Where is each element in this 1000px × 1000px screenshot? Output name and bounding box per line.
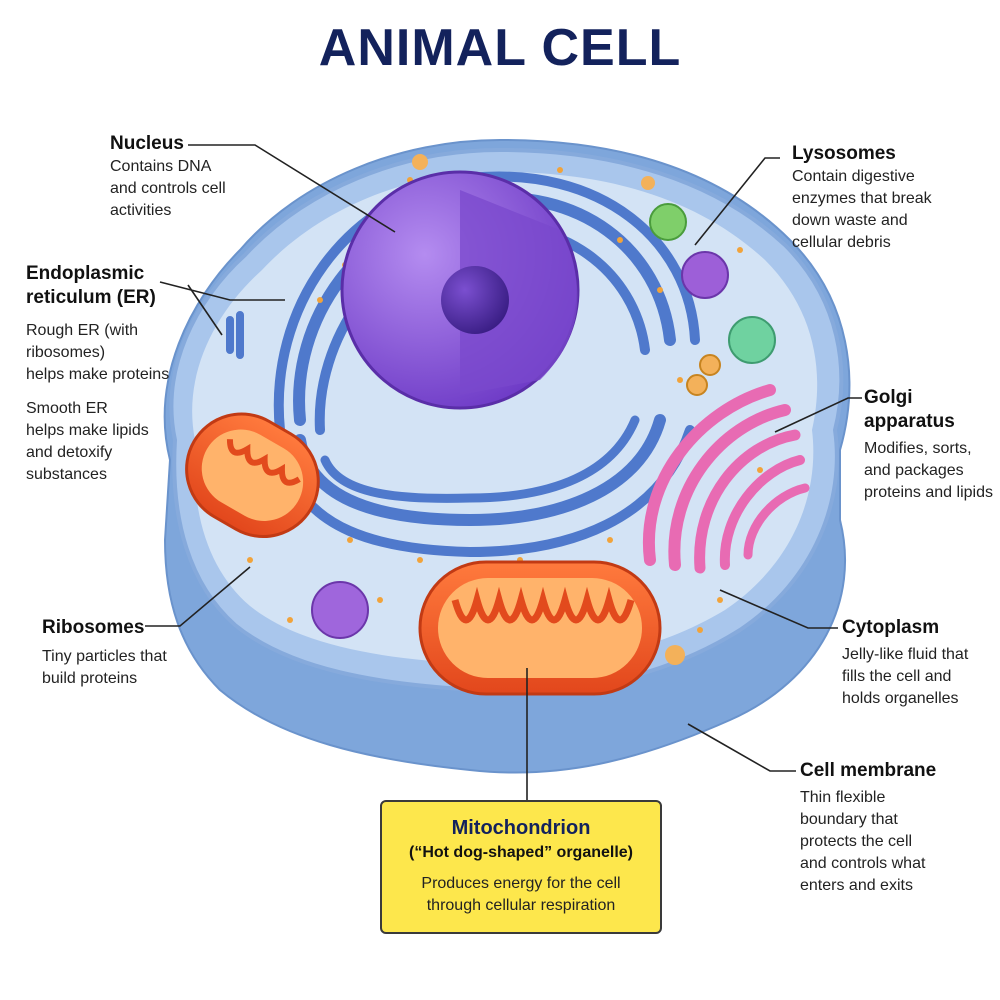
- mitochondrion-callout: Mitochondrion (“Hot dog-shaped” organell…: [380, 800, 662, 934]
- mitochondrion-callout-desc-1: Produces energy for the cell: [421, 875, 621, 892]
- mitochondrion-callout-head: Mitochondrion: [451, 817, 591, 839]
- label-golgi: Golgi apparatus Modifies, sorts, and pac…: [864, 386, 998, 504]
- label-ribosomes: Ribosomes Tiny particles that build prot…: [42, 616, 222, 690]
- label-golgi-desc-1: Modifies, sorts,: [864, 440, 972, 457]
- label-ribosomes-desc-1: Tiny particles that: [42, 648, 167, 665]
- label-cell-membrane-desc-3: protects the cell: [800, 833, 913, 850]
- label-lysosomes-head: Lysosomes: [792, 143, 896, 164]
- label-er-rough-2: ribosomes): [26, 344, 106, 361]
- label-cell-membrane-head: Cell membrane: [800, 760, 937, 781]
- label-golgi-head-1: Golgi: [864, 387, 913, 408]
- label-golgi-head-2: apparatus: [864, 411, 955, 432]
- label-ribosomes-head: Ribosomes: [42, 617, 145, 638]
- mitochondrion-main: [418, 560, 662, 696]
- label-er-head-2: reticulum (ER): [26, 287, 156, 308]
- label-lysosomes-desc-3: down waste and: [792, 212, 908, 229]
- label-cell-membrane: Cell membrane Thin flexible boundary tha…: [800, 759, 990, 897]
- label-er-smooth-2: helps make lipids: [26, 422, 149, 439]
- label-nucleus-head: Nucleus: [110, 133, 184, 154]
- label-cytoplasm-head: Cytoplasm: [842, 617, 940, 638]
- label-cytoplasm-desc-3: holds organelles: [842, 690, 959, 707]
- label-golgi-desc-3: proteins and lipids: [864, 484, 993, 501]
- mitochondrion-callout-sub: (“Hot dog-shaped” organelle): [409, 844, 633, 861]
- label-cell-membrane-desc-4: and controls what: [800, 855, 926, 872]
- label-nucleus: Nucleus Contains DNA and controls cell a…: [110, 132, 280, 222]
- label-lysosomes-desc-1: Contain digestive: [792, 168, 915, 185]
- label-lysosomes: Lysosomes Contain digestive enzymes that…: [792, 142, 982, 254]
- mitochondrion-callout-desc-2: through cellular respiration: [426, 897, 616, 914]
- mitochondrion-left: [185, 412, 320, 538]
- leader-lines: [145, 144, 862, 800]
- nucleus: [340, 170, 580, 410]
- label-lysosomes-desc-4: cellular debris: [792, 234, 891, 251]
- label-cell-membrane-desc-1: Thin flexible: [800, 789, 886, 806]
- golgi-apparatus: [642, 384, 810, 574]
- label-er-rough-3: helps make proteins: [26, 366, 170, 383]
- label-nucleus-desc-3: activities: [110, 202, 172, 219]
- label-er-smooth-3: and detoxify: [26, 444, 113, 461]
- label-ribosomes-desc-2: build proteins: [42, 670, 138, 687]
- label-er-head-1: Endoplasmic: [26, 263, 145, 284]
- label-lysosomes-desc-2: enzymes that break: [792, 190, 932, 207]
- label-nucleus-desc-1: Contains DNA: [110, 158, 212, 175]
- label-er-smooth-4: substances: [26, 466, 107, 483]
- label-er: Endoplasmic reticulum (ER) Rough ER (wit…: [26, 262, 186, 486]
- label-er-rough-1: Rough ER (with: [26, 322, 139, 339]
- vesicle: [311, 581, 369, 639]
- label-nucleus-desc-2: and controls cell: [110, 180, 226, 197]
- label-cytoplasm-desc-2: fills the cell and: [842, 668, 952, 685]
- label-golgi-desc-2: and packages: [864, 462, 964, 479]
- diagram-title: ANIMAL CELL: [318, 19, 682, 77]
- label-cell-membrane-desc-2: boundary that: [800, 811, 898, 828]
- lysosomes: [412, 154, 776, 665]
- label-cytoplasm-desc-1: Jelly-like fluid that: [842, 646, 969, 663]
- label-er-smooth-1: Smooth ER: [26, 400, 108, 417]
- label-cytoplasm: Cytoplasm Jelly-like fluid that fills th…: [842, 616, 998, 710]
- label-cell-membrane-desc-5: enters and exits: [800, 877, 913, 894]
